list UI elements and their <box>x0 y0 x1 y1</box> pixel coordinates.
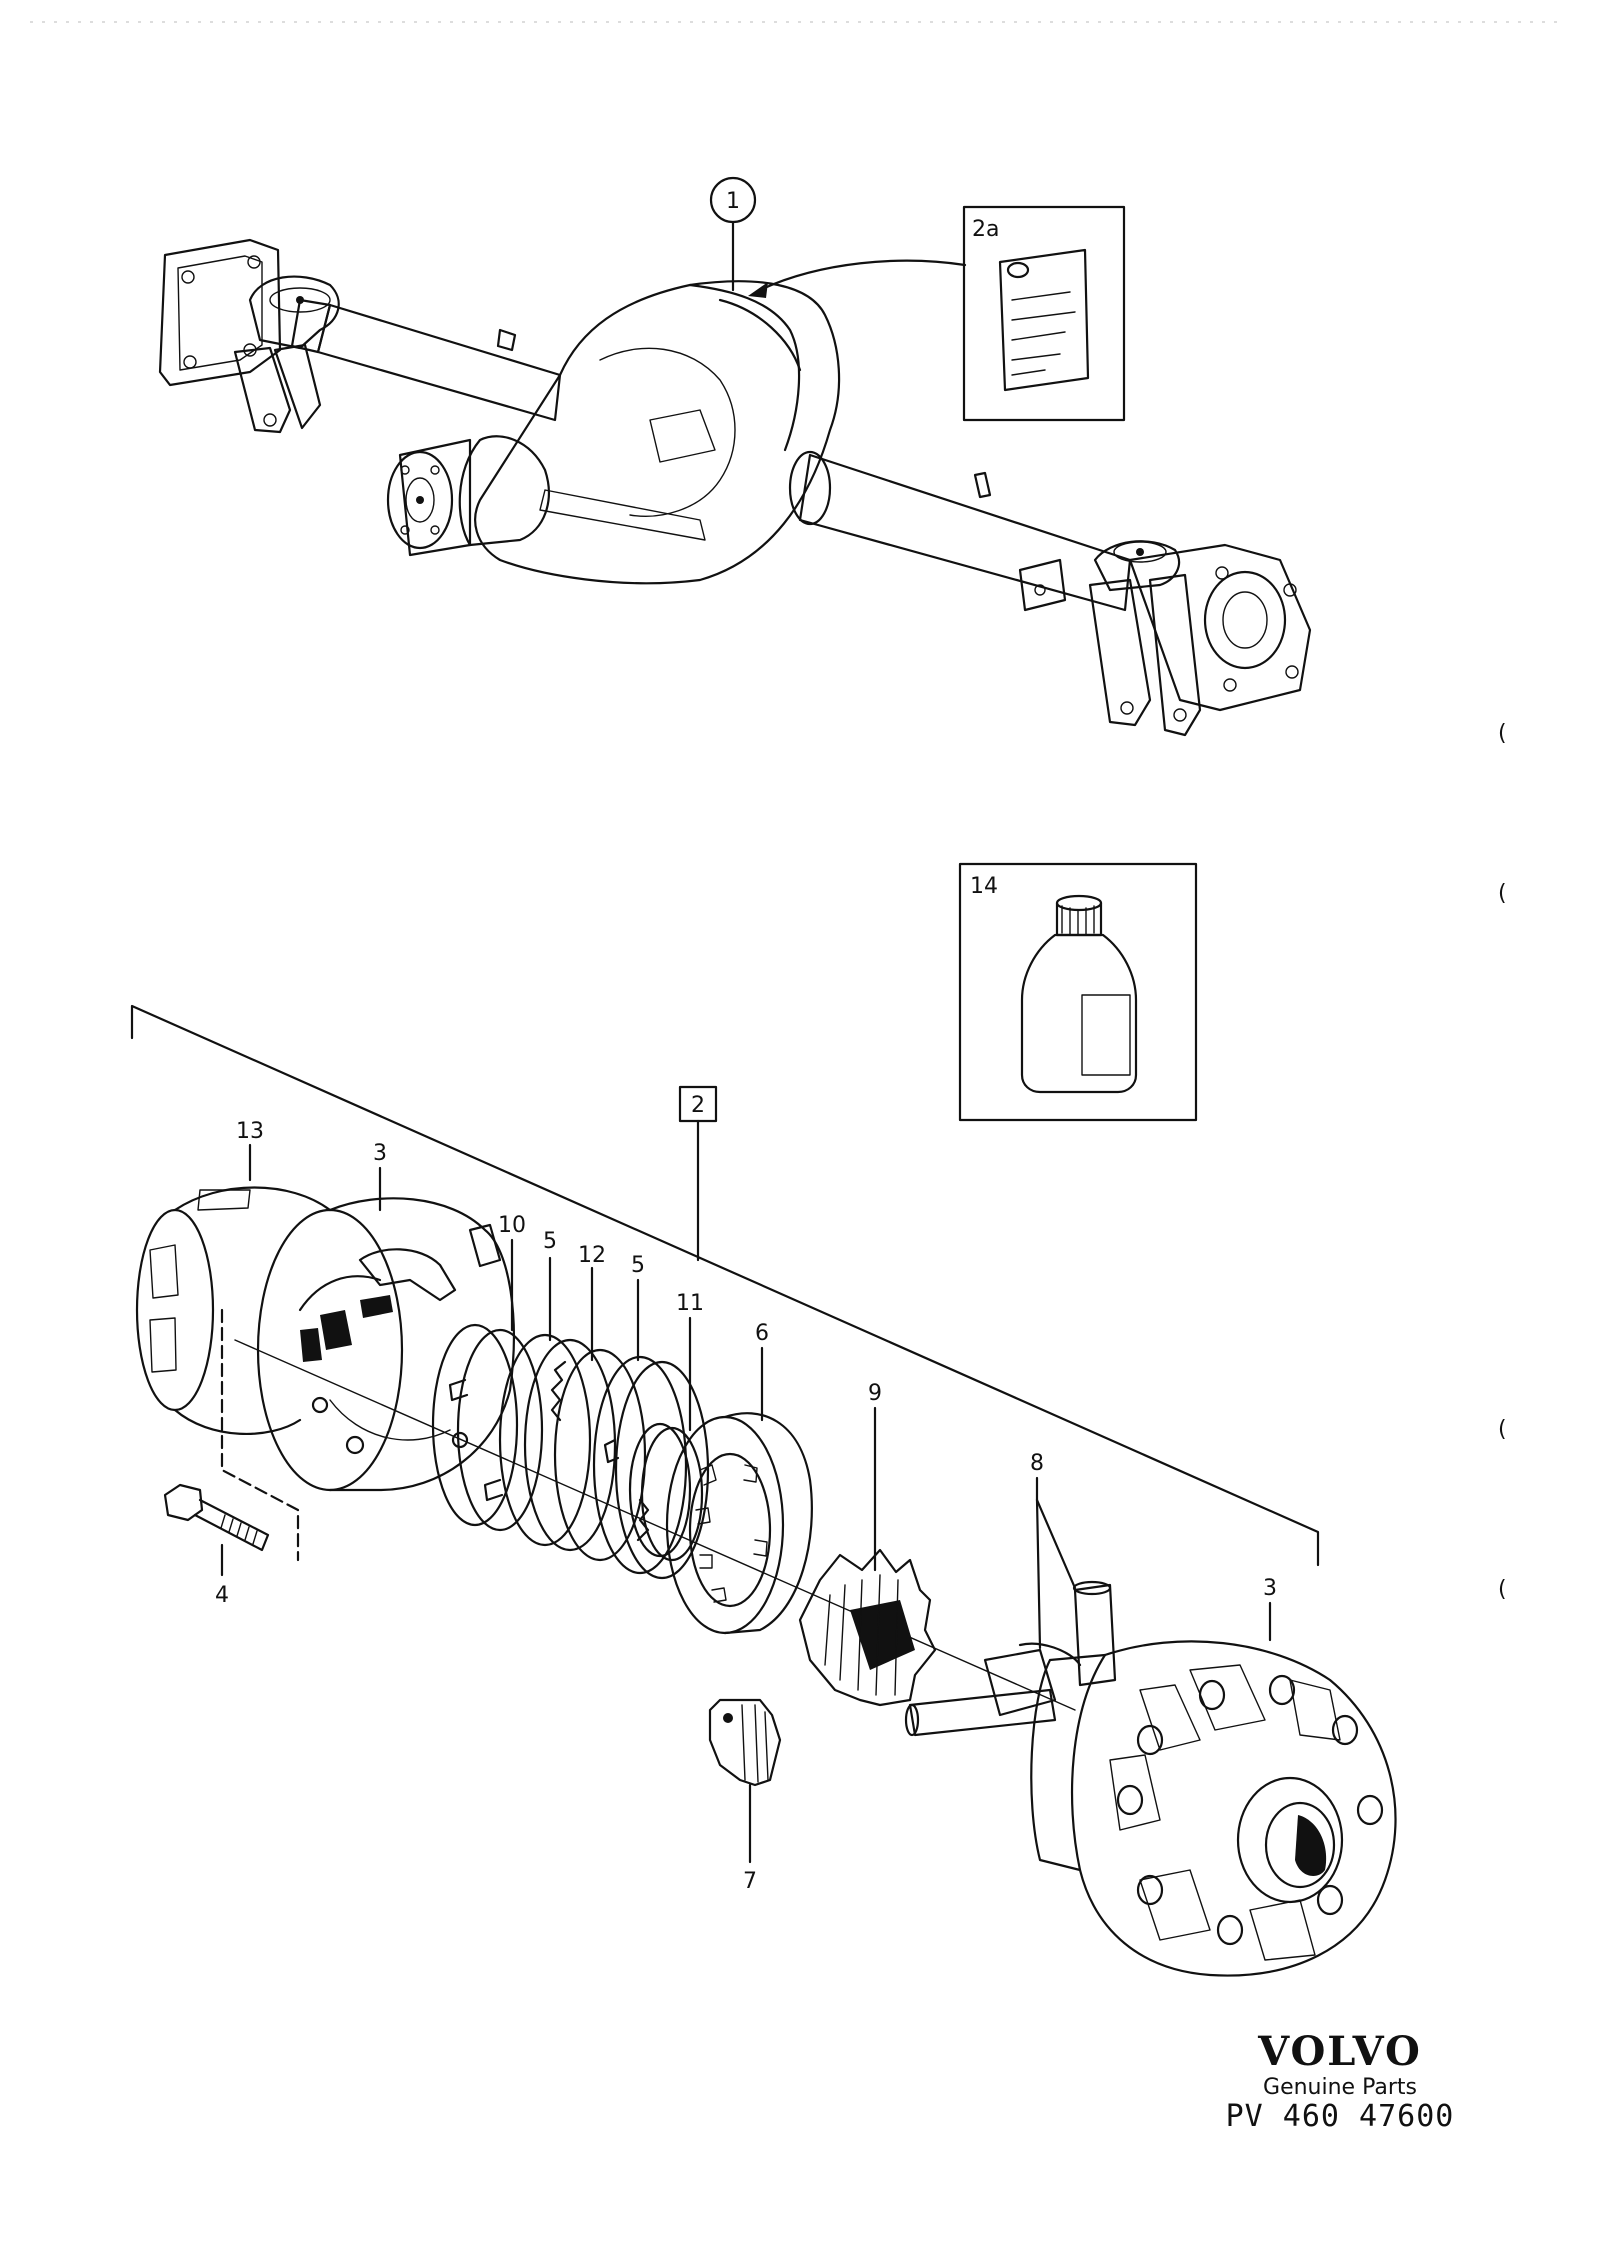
callout-2a: 2a <box>972 217 999 242</box>
brand-tagline: Genuine Parts <box>1263 2075 1417 2100</box>
differential-housing-right-3 <box>1030 1601 1397 1977</box>
callout-5b: 5 <box>631 1253 645 1278</box>
differential-housing-left-3 <box>256 1166 515 1492</box>
plate-5a <box>498 1256 617 1552</box>
ring-11 <box>628 1316 704 1562</box>
callout-10: 10 <box>498 1213 526 1238</box>
callout-8: 8 <box>1030 1451 1044 1476</box>
friction-disc-10 <box>431 1238 544 1532</box>
callout-14: 14 <box>970 874 998 899</box>
bolt-4 <box>163 1308 300 1577</box>
callout-3-right: 3 <box>1263 1576 1277 1601</box>
cross-shafts-8 <box>904 1476 1117 1737</box>
cage-ring-13 <box>135 1143 332 1435</box>
part-number: PV 460 47600 <box>1226 2099 1455 2134</box>
callout-13: 13 <box>236 1119 264 1144</box>
oil-bottle-icon <box>1020 894 1138 1094</box>
oil-panel <box>958 862 1198 1122</box>
toothed-disc-12 <box>550 1266 650 1562</box>
side-gear-9 <box>798 1406 937 1707</box>
id-plate-icon <box>998 248 1090 392</box>
assembly-axis <box>234 1339 1076 1711</box>
arrow-2a <box>758 259 967 292</box>
callout-12: 12 <box>578 1243 606 1268</box>
margin-mark-1: ( <box>1498 721 1507 746</box>
kit-bracket <box>130 1004 1320 1567</box>
callout-9: 9 <box>868 1381 882 1406</box>
margin-mark-4: ( <box>1498 1577 1507 1602</box>
splined-sleeve-6 <box>665 1346 813 1635</box>
callout-1: 1 <box>726 189 740 214</box>
callout-3-left: 3 <box>373 1141 387 1166</box>
brand-logo: VOLVO <box>1257 2028 1422 2075</box>
margin-mark-2: ( <box>1498 881 1507 906</box>
callout-4: 4 <box>215 1583 229 1608</box>
pinion-gear-7 <box>708 1698 782 1864</box>
callout-6: 6 <box>755 1321 769 1346</box>
rear-axle-assembly <box>158 176 1312 737</box>
plate-5b <box>592 1278 710 1580</box>
callout-7: 7 <box>743 1869 757 1894</box>
callout-5a: 5 <box>543 1229 557 1254</box>
margin-mark-3: ( <box>1498 1417 1507 1442</box>
callout-11: 11 <box>676 1291 704 1316</box>
id-plate-panel <box>962 205 1126 422</box>
callout-2: 2 <box>691 1093 705 1118</box>
